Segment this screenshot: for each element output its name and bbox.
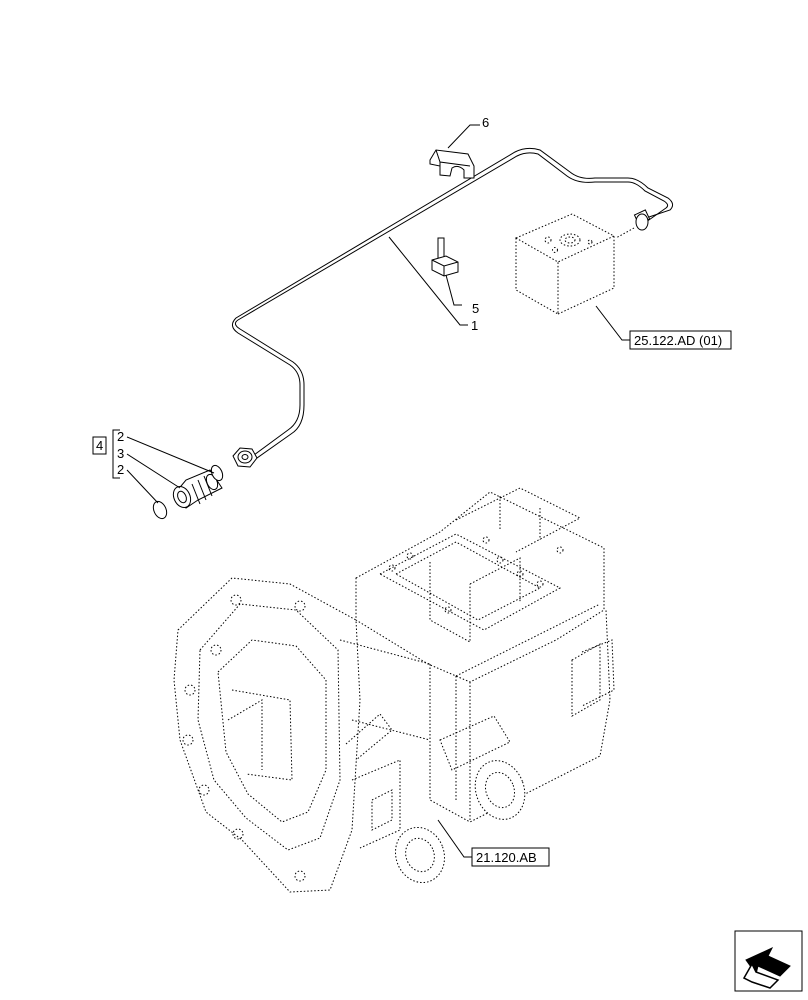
transmission-housing bbox=[173, 487, 615, 893]
reference-valve-text: 25.122.AD (01) bbox=[634, 333, 722, 348]
pipe-end-fitting[interactable] bbox=[615, 209, 651, 239]
callout-2-upper[interactable]: 2 bbox=[117, 429, 124, 444]
pipe-bracket[interactable] bbox=[431, 237, 459, 277]
reference-housing-text: 21.120.AB bbox=[476, 850, 537, 865]
callout-4: 4 bbox=[96, 438, 103, 453]
callout-5[interactable]: 5 bbox=[472, 301, 479, 316]
hydraulic-pipe[interactable] bbox=[232, 147, 674, 464]
pipe-clip[interactable] bbox=[429, 149, 475, 179]
callout-1[interactable]: 1 bbox=[471, 318, 478, 333]
leader-lines bbox=[112, 124, 630, 858]
o-ring-upper[interactable] bbox=[209, 464, 225, 483]
reference-housing-link[interactable]: 21.120.AB bbox=[471, 847, 550, 867]
callout-2-lower[interactable]: 2 bbox=[117, 462, 124, 477]
valve-block bbox=[514, 213, 616, 315]
o-ring-lower[interactable] bbox=[151, 499, 169, 520]
callout-3[interactable]: 3 bbox=[117, 446, 124, 461]
callout-6[interactable]: 6 bbox=[482, 115, 489, 130]
next-page-arrow-icon[interactable] bbox=[734, 930, 803, 992]
kit-callout-4[interactable]: 4 bbox=[92, 436, 107, 455]
pipe-nut[interactable] bbox=[232, 447, 258, 468]
adapter-fitting[interactable] bbox=[170, 469, 223, 510]
reference-valve-link[interactable]: 25.122.AD (01) bbox=[629, 330, 732, 350]
